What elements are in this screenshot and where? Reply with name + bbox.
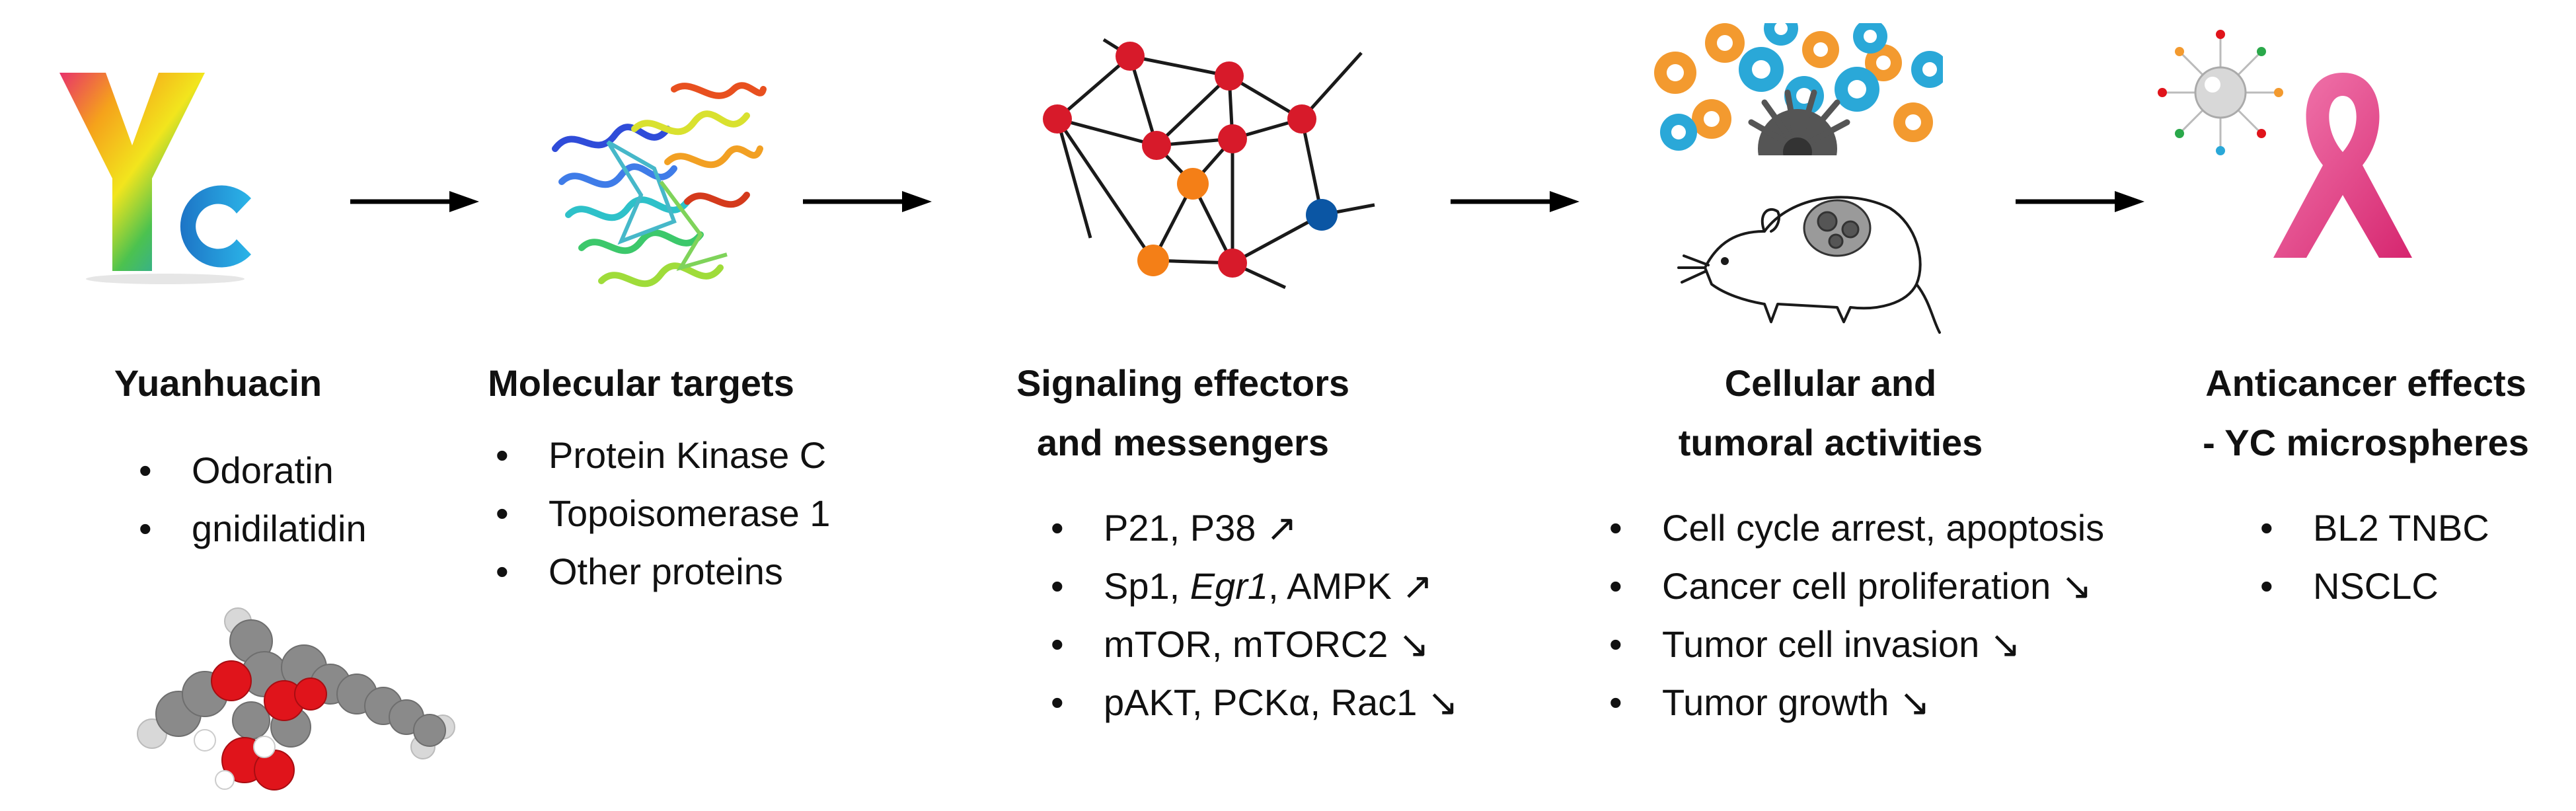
list-item-text: P21, P38 [1104,507,1266,549]
stage-2-title: Molecular targets [456,354,826,413]
list-item: Sp1, Egr1, AMPK ↗ [1051,557,1458,615]
molecule-model-icon [137,607,455,791]
right-arrow-icon [803,191,932,212]
list-item: Protein Kinase C [496,426,830,484]
stage-3-list: P21, P38 ↗ Sp1, Egr1, AMPK ↗ mTOR, mTORC… [1051,499,1458,732]
list-item: Tumor growth ↘ [1609,674,2104,732]
list-item-text: Topoisomerase 1 [549,492,831,534]
list-item-text: NSCLC [2313,565,2439,607]
stage-4-title-line-1: Cellular and [1724,362,1937,404]
list-item: Other proteins [496,543,830,601]
list-item: pAKT, PCKα, Rac1 ↘ [1051,674,1458,732]
list-item-italic: Egr1 [1190,565,1269,607]
list-item-trend: ↘ [1398,623,1429,665]
list-item-text: Cancer cell proliferation ↘ [1662,565,2092,607]
stage-1-title-line: Yuanhuacin [114,362,322,404]
list-item: P21, P38 ↗ [1051,499,1458,557]
right-arrow-icon [350,191,479,212]
list-item: Tumor cell invasion ↘ [1609,615,2104,674]
stage-4-title-line-2: tumoral activities [1678,422,1983,463]
cell-cluster-icon [1654,23,1943,155]
list-item-text: Tumor cell invasion ↘ [1662,623,2021,665]
list-item-trend: , AMPK ↗ [1268,565,1433,607]
list-item-text: Cell cycle arrest, apoptosis [1662,507,2105,549]
list-item: NSCLC [2260,557,2489,615]
list-item: Odoratin [139,442,367,500]
stage-3-title: Signaling effectors and messengers [998,354,1368,473]
stage-3-title-line-1: Signaling effectors [1016,362,1350,404]
protein-structure-icon [552,82,767,288]
list-item-trend: ↗ [1266,507,1297,549]
list-item: Cancer cell proliferation ↘ [1609,557,2104,615]
list-item-text: Other proteins [549,551,783,592]
stage-1-list: Odoratin gnidilatidin [139,442,367,558]
stage-5-title-line-2: - YC microspheres [2203,422,2529,463]
list-item-trend: ↘ [1427,681,1458,723]
signaling-network-icon [1043,38,1375,290]
yc-logo-icon [59,73,251,284]
stage-5-title-line-1: Anticancer effects [2205,362,2526,404]
right-arrow-icon [2016,191,2144,212]
mouse-icon [1677,196,1941,334]
right-arrow-icon [1451,191,1579,212]
list-item-text: Tumor growth ↘ [1662,681,1930,723]
stage-5-list: BL2 TNBC NSCLC [2260,499,2489,615]
list-item: Cell cycle arrest, apoptosis [1609,499,2104,557]
list-item-text: Sp1, [1104,565,1190,607]
list-item-text: pAKT, PCKα, Rac1 [1104,681,1427,723]
list-item-text: Odoratin [192,449,334,491]
stage-2-title-line: Molecular targets [488,362,794,404]
list-item-text: BL2 TNBC [2313,507,2489,549]
stage-4-list: Cell cycle arrest, apoptosis Cancer cell… [1609,499,2104,732]
stage-4-title: Cellular and tumoral activities [1639,354,2022,473]
list-item: Topoisomerase 1 [496,484,830,543]
microsphere-icon [2158,30,2283,155]
cancer-ribbon-icon [2273,73,2412,258]
stage-5-title: Anticancer effects - YC microspheres [2174,354,2557,473]
list-item-text: gnidilatidin [192,508,367,549]
stage-1-title: Yuanhuacin [86,354,350,413]
list-item: gnidilatidin [139,500,367,558]
stage-2-list: Protein Kinase C Topoisomerase 1 Other p… [496,426,830,601]
list-item-text: Protein Kinase C [549,434,827,476]
stage-3-title-line-2: and messengers [1037,422,1329,463]
list-item-text: mTOR, mTORC2 [1104,623,1398,665]
list-item: mTOR, mTORC2 ↘ [1051,615,1458,674]
list-item: BL2 TNBC [2260,499,2489,557]
